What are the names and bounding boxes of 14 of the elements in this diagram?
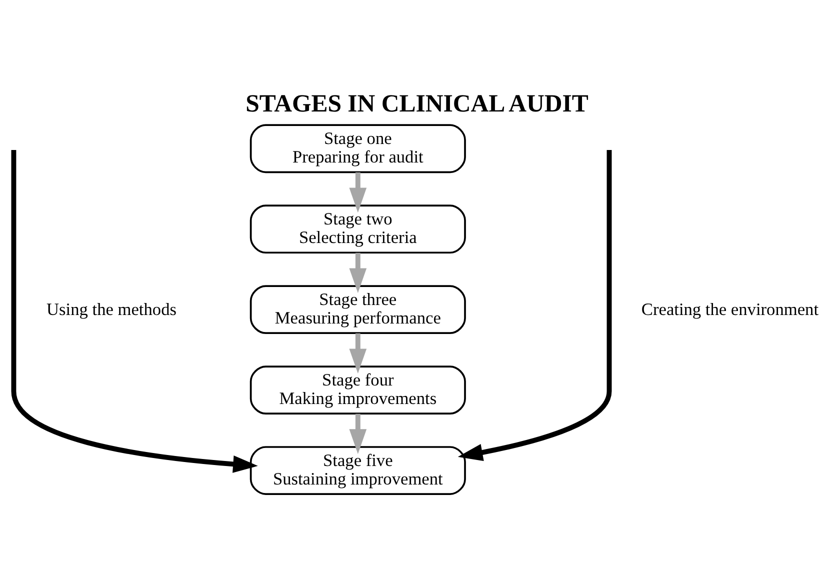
arrow <box>11 149 258 472</box>
node-box: Stage two Selecting criteria <box>250 204 466 254</box>
arrow <box>349 252 367 293</box>
arrow <box>349 172 367 212</box>
arrow <box>349 332 367 374</box>
diagram-title: STAGES IN CLINICAL AUDIT <box>246 90 588 117</box>
arrow <box>349 413 367 454</box>
node-box: Stage five Sustaining improvement <box>250 446 466 494</box>
edge-label: Creating the environment <box>641 299 819 318</box>
node-box: Stage three Measuring performance <box>250 284 466 334</box>
node-box: Stage four Making improvements <box>250 365 466 414</box>
arrow <box>458 149 612 461</box>
node-box: Stage one Preparing for audit <box>250 124 466 173</box>
edge-label: Using the methods <box>46 299 176 318</box>
